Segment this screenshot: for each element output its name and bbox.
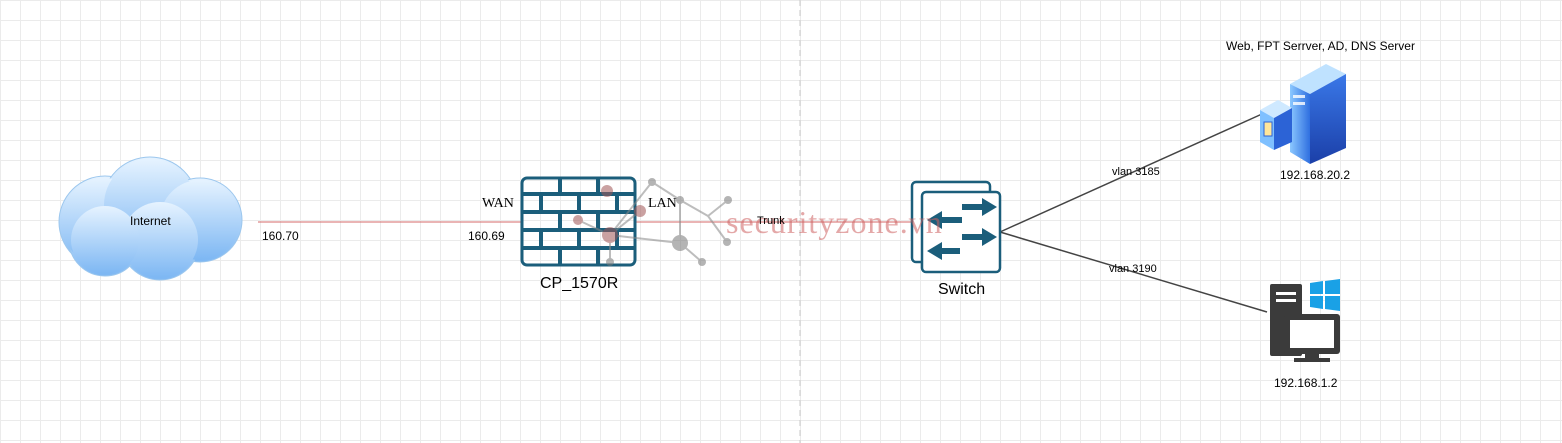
lan-port-label: LAN (648, 196, 677, 211)
internet-side-ip: 160.70 (262, 229, 299, 243)
firewall-label: CP_1570R (540, 275, 619, 292)
cloud-icon[interactable] (58, 156, 243, 281)
switch-label: Switch (938, 281, 986, 298)
vlan-3190-label: vlan 3190 (1109, 263, 1157, 275)
server-icon[interactable] (1260, 64, 1346, 164)
watermark-text: securityzone.vn (726, 204, 943, 240)
server-ip: 192.168.20.2 (1280, 168, 1351, 182)
internet-label: Internet (130, 214, 171, 228)
windows-pc-icon[interactable] (1270, 279, 1340, 362)
server-title: Web, FPT Serrver, AD, DNS Server (1226, 39, 1415, 53)
link-switch-pc[interactable] (999, 231, 1268, 313)
wan-port-label: WAN (482, 196, 514, 211)
firewall-icon[interactable] (520, 176, 637, 267)
vlan-3185-label: vlan 3185 (1112, 166, 1160, 178)
switch-icon[interactable] (910, 180, 1002, 274)
link-switch-server[interactable] (999, 113, 1263, 233)
firewall-wan-ip: 160.69 (468, 229, 505, 243)
trunk-label: Trunk (757, 215, 785, 227)
network-nodes-icon (573, 178, 732, 266)
pc-ip: 192.168.1.2 (1274, 376, 1338, 390)
